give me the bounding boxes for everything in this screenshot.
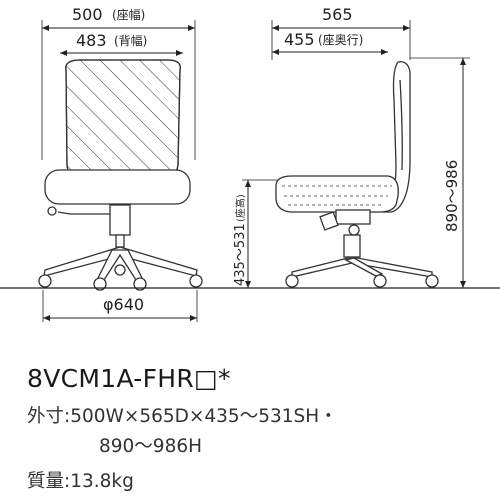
total-height-value: 890～986 [443, 160, 461, 232]
seat-height-value: 435～531 [233, 223, 248, 286]
total-depth-dimension: 565 [271, 5, 411, 60]
weight-row: 質量:13.8kg [27, 467, 134, 493]
seat-width-dimension: 500 (座幅) [41, 5, 196, 160]
outer-dimensions-row-cont: 890～986H [99, 432, 202, 458]
chair-dimension-drawing: 500 (座幅) 483 (背幅) [0, 5, 500, 322]
seat-width-value: 500 [72, 5, 103, 24]
total-depth-value: 565 [322, 5, 353, 24]
outer-dimensions-row: 外寸:500W×565D×435～531SH・ [27, 402, 338, 428]
total-height-dimension: 890～986 [410, 57, 470, 288]
seat-width-note: (座幅) [112, 7, 145, 22]
seat-depth-dimension: 455 (座奥行) [272, 30, 388, 55]
back-width-value: 483 [76, 31, 107, 50]
base-diameter-value: φ640 [103, 295, 144, 314]
model-number: 8VCM1A-FHR□* [27, 364, 231, 393]
seat-depth-value: 455 [284, 30, 315, 49]
seat-height-note: (座高) [234, 194, 247, 222]
chair-side-view [275, 61, 439, 288]
back-width-dimension: 483 (背幅) [60, 31, 183, 56]
back-width-note: (背幅) [114, 33, 147, 48]
weight-value: 13.8kg [70, 471, 134, 492]
outer-dimensions-label: 外寸: [27, 406, 71, 427]
base-diameter-dimension: φ640 [42, 290, 198, 322]
outer-dimensions-line1: 500W×565D×435～531SH・ [70, 406, 338, 427]
chair-front-view [38, 59, 203, 291]
weight-label: 質量: [27, 471, 71, 492]
seat-height-dimension: 435～531 (座高) [233, 179, 285, 288]
seat-depth-note: (座奥行) [318, 32, 363, 47]
outer-dimensions-line2: 890～986H [99, 436, 203, 457]
